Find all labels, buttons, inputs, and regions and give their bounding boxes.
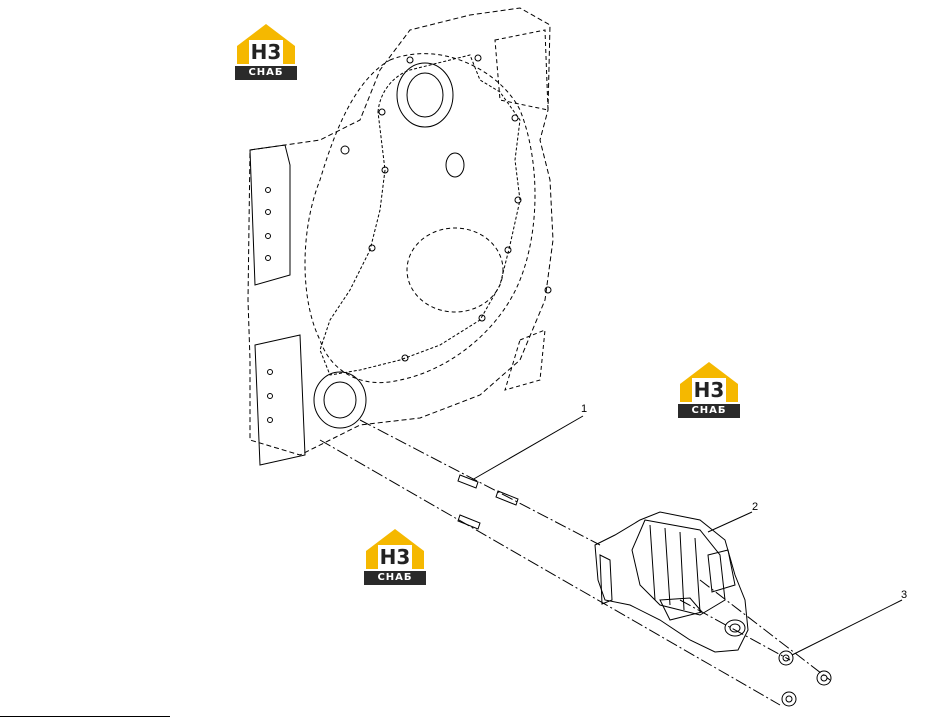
footer-rule (0, 716, 170, 717)
callout-1: 1 (581, 403, 588, 415)
watermark-logo: H3 СНАБ (678, 360, 740, 420)
flywheel-housing (247, 7, 554, 466)
watermark-text: СНАБ (691, 405, 727, 416)
watermark-text: СНАБ (248, 67, 284, 78)
watermark-text: СНАБ (377, 572, 413, 583)
watermark-monogram: H3 (250, 40, 282, 64)
watermark-logo: H3 СНАБ (364, 527, 426, 587)
stud-bolts (457, 474, 519, 530)
callout-2: 2 (752, 501, 759, 513)
flange-nuts (778, 650, 832, 707)
assembly-centerlines (319, 419, 831, 706)
watermark-logo: H3 СНАБ (235, 22, 297, 82)
starter-motor (594, 511, 749, 653)
watermark-monogram: H3 (693, 378, 725, 402)
callout-3: 3 (901, 589, 908, 601)
callout-leaders (471, 415, 903, 656)
watermark-monogram: H3 (379, 545, 411, 569)
